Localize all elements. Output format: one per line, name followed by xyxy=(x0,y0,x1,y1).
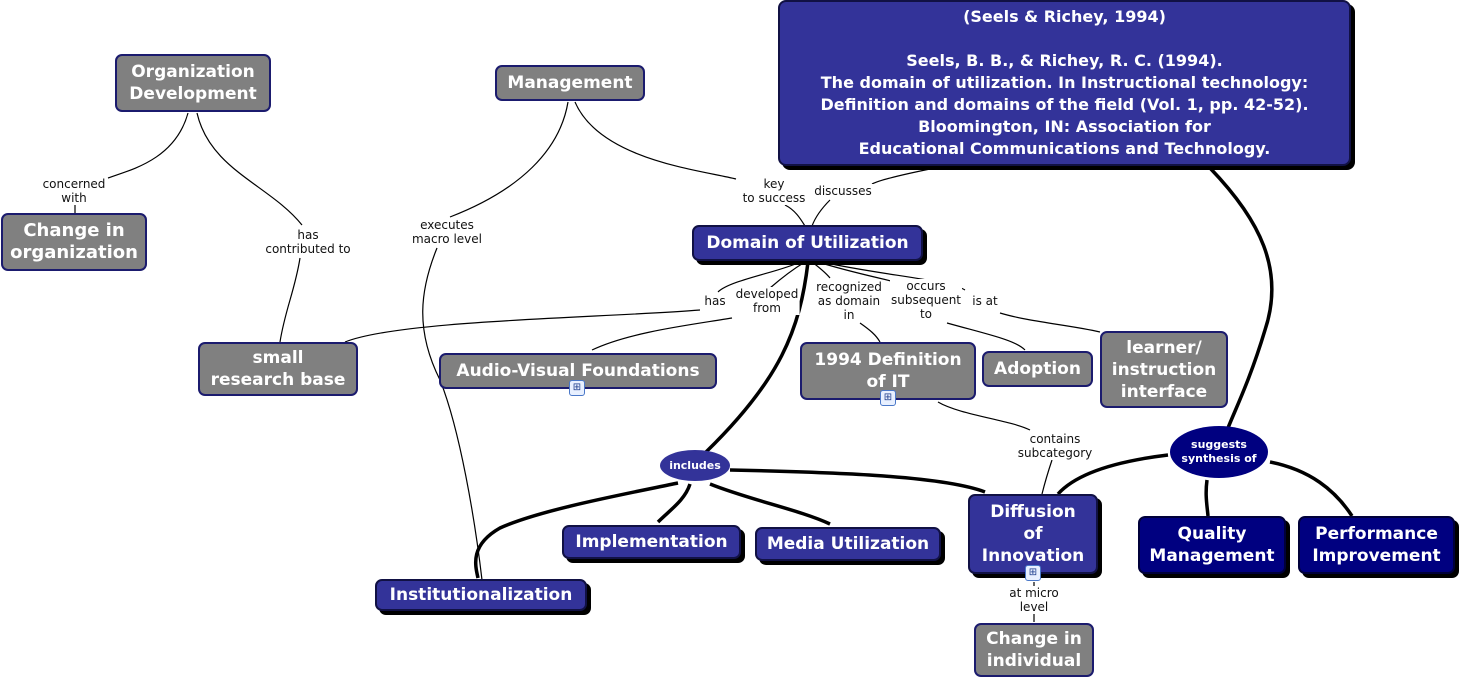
link-contains-diffusion xyxy=(1041,459,1053,495)
link-key-domain xyxy=(784,204,806,227)
link-recognized-def xyxy=(859,322,881,343)
link-occurs-adoption xyxy=(946,322,1026,351)
link-def-contains xyxy=(937,401,1031,431)
link-label-has-contributed-to: has contributed to xyxy=(264,228,352,256)
node-performance-improvement[interactable]: Performance Improvement xyxy=(1298,516,1455,574)
link-hascontrib-small xyxy=(279,257,301,343)
node-adoption[interactable]: Adoption xyxy=(982,351,1093,387)
link-suggests-quality xyxy=(1204,479,1210,517)
link-includes-institution xyxy=(473,481,679,579)
link-label-concerned-with: concerned with xyxy=(41,177,107,205)
link-label-executes-macro-level: executes macro level xyxy=(410,218,484,246)
node-includes[interactable]: includes xyxy=(660,450,730,481)
link-has-small xyxy=(344,309,701,343)
link-suggests-performance xyxy=(1269,460,1354,517)
link-mgmt-executes xyxy=(449,101,569,218)
link-orgdev-concerned xyxy=(107,112,189,179)
node-1994-definition-of-it[interactable]: 1994 Definition of IT xyxy=(800,342,976,400)
link-developed-av xyxy=(591,317,733,351)
node-quality-management[interactable]: Quality Management xyxy=(1138,516,1286,574)
link-suggests-diffusion xyxy=(1056,453,1169,496)
node-change-in-individual[interactable]: Change in individual xyxy=(974,623,1094,677)
link-label-key-to-success: key to success xyxy=(741,177,807,205)
link-domain-has xyxy=(717,261,801,293)
link-discusses-domain xyxy=(811,199,831,227)
link-executes-institution xyxy=(422,247,483,581)
node-implementation[interactable]: Implementation xyxy=(562,525,741,559)
node-institutionalization[interactable]: Institutionalization xyxy=(375,579,587,611)
link-ref-discusses xyxy=(871,167,936,185)
node-suggests-synthesis-of[interactable]: suggests synthesis of xyxy=(1170,426,1268,478)
submap-icon[interactable]: ⊞ xyxy=(569,380,585,396)
node-learner-instruction-interface[interactable]: learner/ instruction interface xyxy=(1100,331,1228,408)
link-domain-occurs xyxy=(817,261,896,283)
link-domain-includes xyxy=(704,261,810,454)
link-mgmt-key xyxy=(574,101,737,180)
link-label-at-micro-level: at micro level xyxy=(1008,586,1060,614)
node-diffusion-of-innovation[interactable]: Diffusion of Innovation xyxy=(968,494,1098,574)
link-label-developed-from: developed from xyxy=(734,287,800,315)
link-domain-recognized xyxy=(811,261,831,279)
node-domain-of-utilization[interactable]: Domain of Utilization xyxy=(692,225,923,261)
link-label-has: has xyxy=(703,294,727,308)
node-change-in-organization[interactable]: Change in organization xyxy=(1,213,147,271)
node-organization-development[interactable]: Organization Development xyxy=(115,54,271,112)
link-domain-developed xyxy=(769,261,806,289)
link-orgdev-hascontrib xyxy=(196,112,303,226)
link-label-occurs-subsequent-to: occurs subsequent to xyxy=(889,279,963,321)
link-label-discusses: discusses xyxy=(813,184,873,198)
node-small-research-base[interactable]: small research base xyxy=(198,342,358,396)
submap-icon[interactable]: ⊞ xyxy=(1025,565,1041,581)
node-reference-citation[interactable]: (Seels & Richey, 1994) Seels, B. B., & R… xyxy=(778,0,1351,166)
link-label-recognized-as-domain-in: recognized as domain in xyxy=(815,280,883,322)
submap-icon[interactable]: ⊞ xyxy=(880,390,896,406)
node-media-utilization[interactable]: Media Utilization xyxy=(755,527,941,561)
link-includes-diffusion xyxy=(729,468,986,494)
node-management[interactable]: Management xyxy=(495,65,645,101)
link-label-contains-subcategory: contains subcategory xyxy=(1016,432,1094,460)
link-label-is-at: is at xyxy=(971,294,999,308)
link-includes-media xyxy=(709,482,831,526)
link-isat-learner xyxy=(999,312,1101,333)
link-includes-implementation xyxy=(656,483,692,524)
link-ref-suggests xyxy=(1208,166,1274,429)
